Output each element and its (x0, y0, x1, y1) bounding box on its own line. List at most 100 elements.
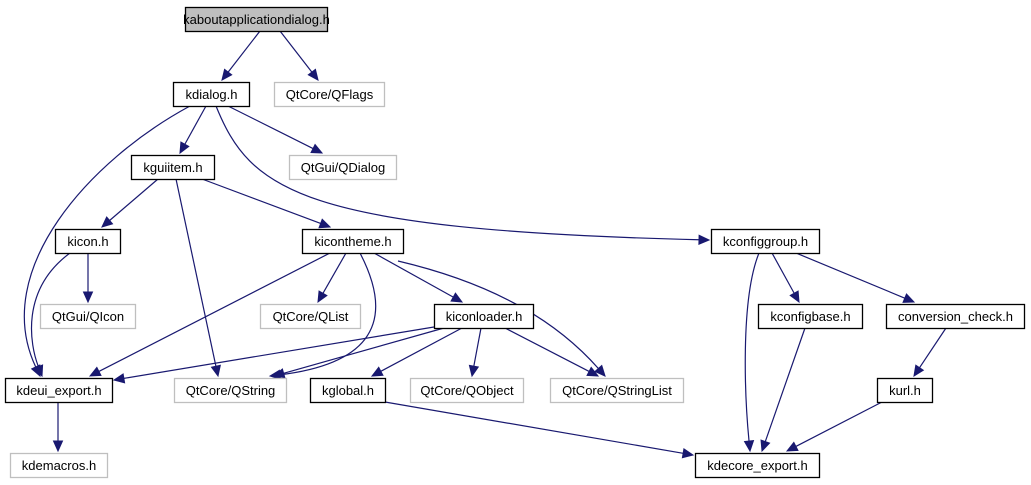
arrowhead-icon (468, 364, 480, 378)
node-label: kguiitem.h (143, 160, 202, 175)
arrowhead-icon (594, 364, 606, 377)
arrowhead-icon (33, 364, 44, 378)
edge-line (373, 252, 454, 298)
arrowhead-icon (112, 373, 126, 384)
edge-line (771, 252, 795, 294)
node-box (172, 81, 251, 108)
node-label: kdeui_export.h (16, 383, 101, 398)
node-kicon[interactable]: kicon.h (54, 228, 122, 255)
edge-kdialog-to-kconfiggroup (215, 105, 711, 246)
node-box (39, 303, 137, 330)
edge-line (473, 327, 482, 367)
node-box (130, 154, 216, 181)
node-kdialog[interactable]: kdialog.h (172, 81, 251, 108)
node-label: kiconloader.h (446, 309, 523, 324)
edge-line (380, 327, 463, 372)
edge-line (279, 30, 313, 73)
edge-line (504, 327, 590, 372)
edge-line (322, 252, 347, 294)
node-qdialog: QtGui/QDialog (288, 154, 398, 181)
edge-kdialog-to-kguiitem (179, 105, 207, 155)
node-kicontheme[interactable]: kicontheme.h (301, 228, 405, 255)
node-label: kaboutapplicationdialog.h (183, 12, 330, 27)
edge-line (227, 30, 261, 73)
edge-kdialog-to-qdialog (227, 105, 324, 154)
node-kconfigbase[interactable]: kconfigbase.h (757, 303, 864, 330)
node-box (433, 303, 535, 330)
edge-kiconloader-to-qobject (468, 327, 482, 378)
arrowhead-icon (450, 292, 464, 303)
node-label: QtCore/QString (186, 383, 276, 398)
node-box (694, 452, 821, 479)
node-box (54, 228, 122, 255)
node-conversion_check[interactable]: conversion_check.h (885, 303, 1026, 330)
edge-line (175, 178, 217, 367)
node-label: kicontheme.h (314, 234, 391, 249)
edge-kiconloader-to-qstring (272, 327, 445, 379)
node-kurl[interactable]: kurl.h (876, 377, 934, 404)
node-kguiitem[interactable]: kguiitem.h (130, 154, 216, 181)
edge-line (283, 327, 445, 374)
edge-kaboutapplicationdialog-to-kdialog (221, 30, 261, 81)
edge-line (384, 401, 684, 454)
node-box (309, 377, 387, 404)
edge-line (109, 178, 159, 221)
edge-kconfiggroup-to-conversion_check (795, 252, 916, 303)
node-box (757, 303, 864, 330)
edge-kiconloader-to-kdeui_export (112, 326, 435, 384)
arrowhead-icon (317, 290, 328, 304)
edge-kglobal-to-kdecore_export (384, 401, 695, 459)
edge-kconfigbase-to-kdecore_export (760, 327, 806, 453)
arrowhead-icon (681, 448, 695, 459)
edge-kaboutapplicationdialog-to-qflags (279, 30, 319, 81)
edge-kicon-to-kdeui_export (30, 252, 71, 378)
edge-line (201, 178, 321, 225)
node-box (409, 377, 525, 404)
node-label: QtCore/QList (273, 309, 349, 324)
edge-kguiitem-to-kicon (101, 178, 159, 228)
edge-kurl-to-kdecore_export (785, 401, 883, 452)
edge-line (795, 252, 905, 299)
node-label: kdialog.h (185, 87, 237, 102)
node-label: QtCore/QFlags (286, 87, 374, 102)
node-label: kglobal.h (322, 383, 374, 398)
node-kaboutapplicationdialog[interactable]: kaboutapplicationdialog.h (183, 6, 330, 33)
node-box (4, 377, 114, 404)
node-kdeui_export[interactable]: kdeui_export.h (4, 377, 114, 404)
arrowhead-icon (101, 216, 114, 228)
arrowhead-icon (82, 291, 94, 304)
node-kiconloader[interactable]: kiconloader.h (433, 303, 535, 330)
node-box (9, 452, 109, 479)
node-label: QtGui/QDialog (301, 160, 386, 175)
node-label: kconfiggroup.h (723, 234, 808, 249)
node-label: QtGui/QIcon (52, 309, 124, 324)
edge-line (30, 252, 71, 367)
node-label: kdemacros.h (22, 458, 96, 473)
arrowhead-icon (310, 143, 324, 154)
edge-kicon-to-qicon (82, 253, 94, 304)
node-label: kicon.h (67, 234, 108, 249)
edge-line (764, 327, 806, 442)
arrowhead-icon (307, 68, 319, 81)
edge-line (919, 327, 947, 369)
edge-line (227, 105, 314, 150)
node-qflags: QtCore/QFlags (273, 81, 386, 108)
edge-kiconloader-to-qstringlist (504, 327, 600, 377)
node-label: kurl.h (889, 383, 921, 398)
node-kconfiggroup[interactable]: kconfiggroup.h (710, 228, 821, 255)
arrowhead-icon (370, 366, 384, 377)
node-box (301, 228, 405, 255)
node-kglobal[interactable]: kglobal.h (309, 377, 387, 404)
edges-layer (23, 30, 947, 459)
arrowhead-icon (210, 364, 221, 378)
edge-kguiitem-to-qstring (175, 178, 221, 378)
arrowhead-icon (743, 440, 755, 453)
node-kdecore_export[interactable]: kdecore_export.h (694, 452, 821, 479)
node-qstring: QtCore/QString (173, 377, 288, 404)
edge-kicontheme-to-qlist (317, 252, 347, 304)
arrowhead-icon (785, 441, 799, 452)
edge-line (23, 105, 191, 368)
edge-kiconloader-to-kglobal (370, 327, 463, 377)
node-box (549, 377, 685, 404)
